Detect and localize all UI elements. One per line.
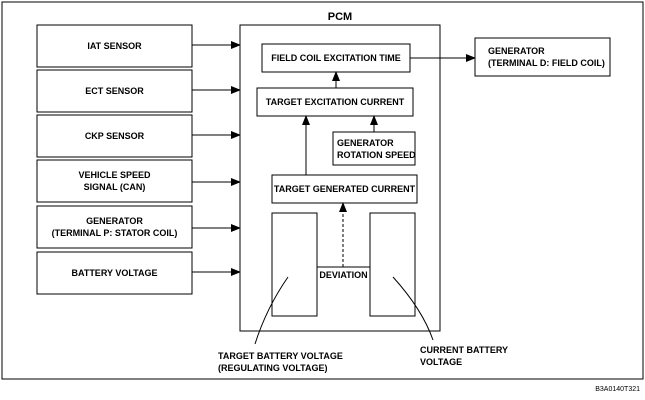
internal-arrows (302, 71, 378, 268)
input-ckp-sensor-label: CKP SENSOR (85, 131, 145, 141)
block-target-generated-current: TARGET GENERATED CURRENT (271, 174, 418, 204)
figure-code: B3A0140T321 (595, 386, 640, 393)
block-target-battery-voltage (271, 212, 318, 317)
input-iat-sensor-label: IAT SENSOR (87, 41, 142, 51)
output-generator-terminal-d: GENERATOR (TERMINAL D: FIELD COIL) (474, 37, 611, 77)
output-gen-d-label-1: GENERATOR (488, 46, 545, 56)
input-battery-voltage-label: BATTERY VOLTAGE (71, 268, 157, 278)
input-arrows (192, 41, 241, 276)
target-excitation-label: TARGET EXCITATION CURRENT (266, 97, 405, 107)
input-ckp-sensor: CKP SENSOR (36, 114, 193, 158)
deviation-label: DEVIATION (319, 270, 367, 280)
input-vehicle-speed-label-2: SIGNAL (CAN) (84, 182, 146, 192)
block-target-excitation-current: TARGET EXCITATION CURRENT (256, 87, 414, 117)
pcm-title: PCM (328, 11, 352, 23)
field-coil-time-label: FIELD COIL EXCITATION TIME (271, 53, 401, 63)
callout-leaders (254, 276, 434, 345)
target-generated-label: TARGET GENERATED CURRENT (274, 184, 416, 194)
callout-target-battery-2: (REGULATING VOLTAGE) (218, 363, 328, 373)
figure-frame (1, 1, 644, 380)
input-ect-sensor-label: ECT SENSOR (85, 86, 144, 96)
input-vehicle-speed: VEHICLE SPEED SIGNAL (CAN) (36, 159, 193, 203)
input-generator-p-label-2: (TERMINAL P: STATOR COIL) (52, 228, 178, 238)
block-field-coil-excitation-time: FIELD COIL EXCITATION TIME (261, 43, 411, 73)
callout-target-battery-1: TARGET BATTERY VOLTAGE (218, 351, 343, 361)
input-generator-p-label-1: GENERATOR (86, 216, 143, 226)
gen-speed-label-2: ROTATION SPEED (337, 150, 416, 160)
input-iat-sensor: IAT SENSOR (36, 24, 193, 68)
input-generator-terminal-p: GENERATOR (TERMINAL P: STATOR COIL) (36, 205, 193, 249)
gen-speed-label-1: GENERATOR (337, 138, 394, 148)
input-battery-voltage: BATTERY VOLTAGE (36, 251, 193, 295)
callout-current-battery-2: VOLTAGE (420, 357, 462, 367)
input-ect-sensor: ECT SENSOR (36, 69, 193, 113)
block-generator-rotation-speed: GENERATOR ROTATION SPEED (332, 131, 416, 166)
output-gen-d-label-2: (TERMINAL D: FIELD COIL) (488, 58, 605, 68)
callout-current-battery-1: CURRENT BATTERY (420, 345, 508, 355)
block-current-battery-voltage (369, 212, 416, 317)
input-vehicle-speed-label-1: VEHICLE SPEED (78, 170, 151, 180)
